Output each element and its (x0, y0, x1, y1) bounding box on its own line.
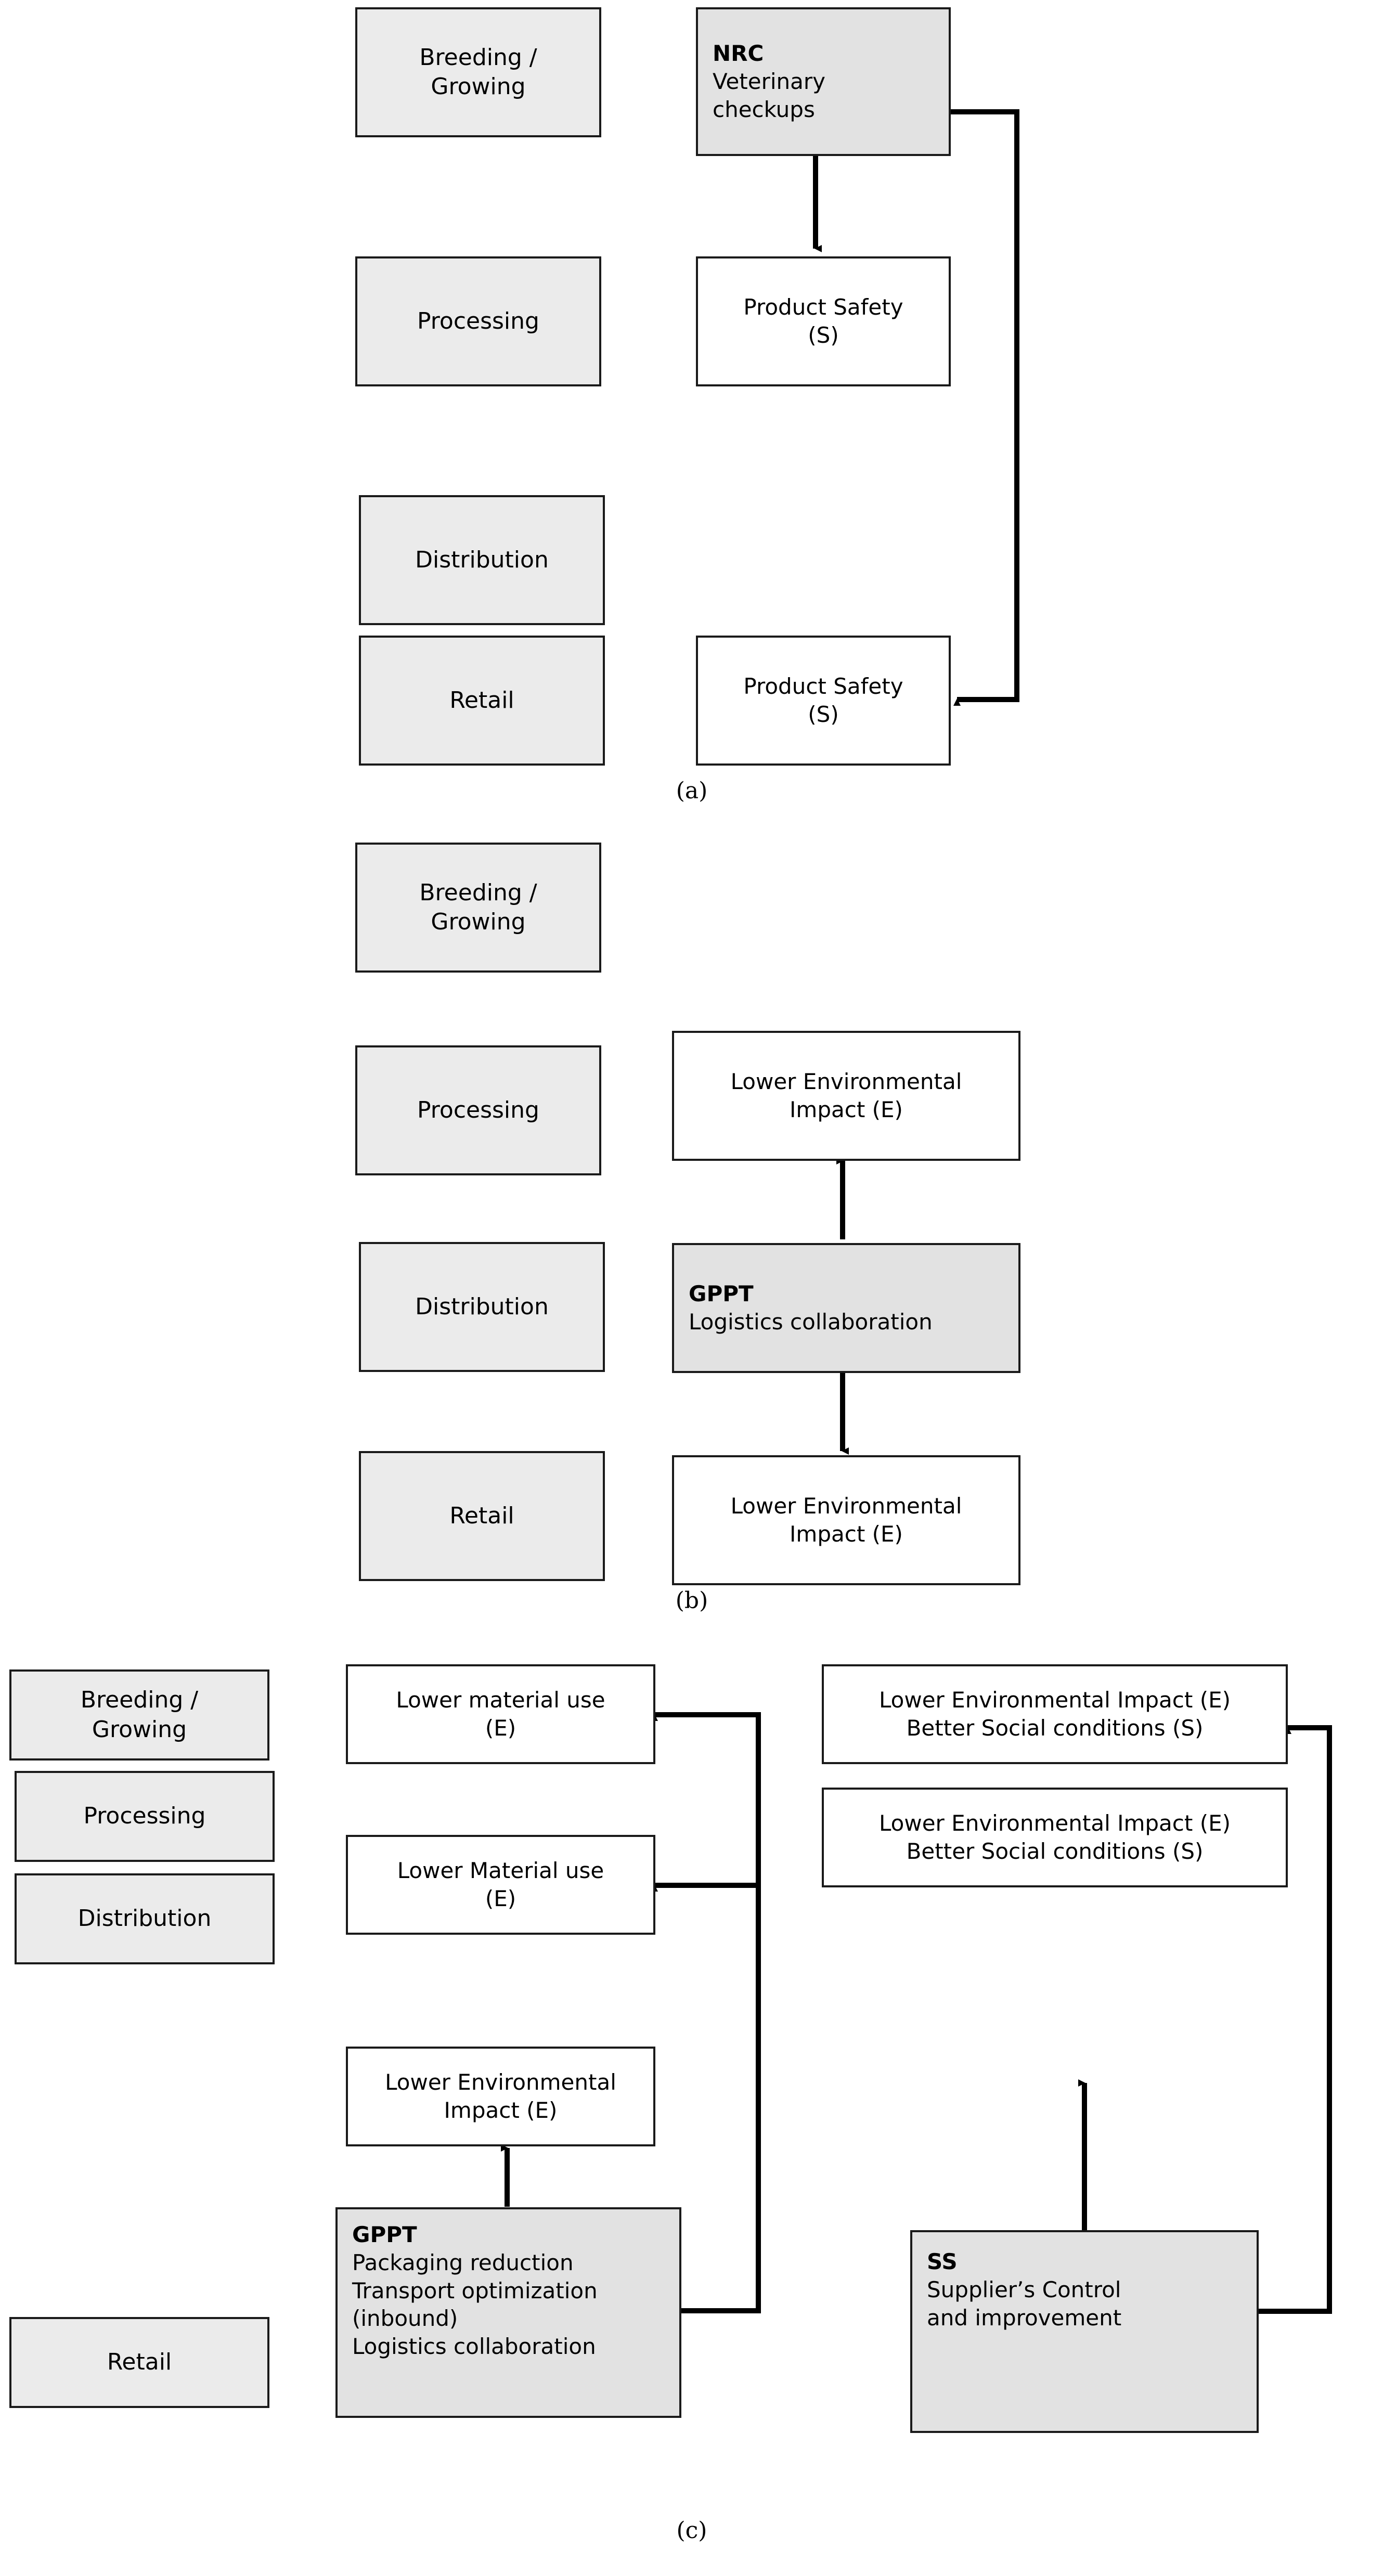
outcome-line-2: (E) (485, 1886, 516, 1911)
panel-a-stage-retail: Retail (359, 636, 605, 766)
practice-title: GPPT (689, 1281, 754, 1307)
outcome-line-2: Impact (E) (790, 1521, 903, 1547)
panel-b-practice-gppt: GPPT Logistics collaboration (672, 1243, 1020, 1373)
stage-label: Breeding / Growing (419, 879, 537, 935)
panel-b-outcome-lower-env-impact-processing: Lower Environmental Impact (E) (672, 1031, 1020, 1161)
panel-b-outcome-lower-env-impact-retail: Lower Environmental Impact (E) (672, 1455, 1020, 1585)
stage-label: Processing (417, 307, 539, 334)
panel-a-practice-nrc: NRC Veterinary checkups (696, 7, 951, 156)
outcome-line-1: Product Safety (743, 674, 903, 700)
panel-a-caption: (a) (676, 778, 708, 804)
panel-c-outcome-lower-env-impact-distribution: Lower Environmental Impact (E) (346, 2047, 655, 2146)
panel-b-stage-distribution: Distribution (359, 1242, 605, 1372)
stage-label: Distribution (77, 1905, 212, 1932)
panel-a-stage-distribution: Distribution (359, 495, 605, 625)
outcome-line-2: Better Social conditions (S) (906, 1839, 1204, 1864)
panel-c-outcome-env-social-breeding: Lower Environmental Impact (E) Better So… (822, 1664, 1288, 1764)
panel-a-outcome-product-safety-retail: Product Safety (S) (696, 636, 951, 766)
panel-c-stage-breeding: Breeding / Growing (9, 1669, 269, 1761)
practice-line-1: Logistics collaboration (689, 1309, 933, 1335)
panel-c-stage-processing: Processing (15, 1771, 275, 1862)
panel-c-caption: (c) (676, 2517, 707, 2544)
outcome-line-2: Impact (E) (444, 2098, 558, 2123)
outcome-line-2: Impact (E) (790, 1097, 903, 1122)
practice-title: NRC (713, 41, 764, 67)
panel-b-stage-breeding: Breeding / Growing (355, 843, 601, 973)
practice-line-2: checkups (713, 96, 815, 122)
panel-a-stage-processing: Processing (355, 256, 601, 386)
outcome-line-2: Better Social conditions (S) (906, 1715, 1204, 1741)
outcome-line-1: Lower material use (396, 1687, 605, 1713)
outcome-line-2: (S) (808, 322, 839, 348)
panel-c-practice-gppt: GPPT Packaging reduction Transport optim… (335, 2207, 681, 2418)
panel-b-stage-processing: Processing (355, 1045, 601, 1175)
stage-label: Distribution (415, 546, 549, 573)
outcome-line-1: Lower Environmental Impact (E) (878, 1810, 1231, 1836)
stage-label: Processing (83, 1803, 206, 1830)
panel-c-stage-retail: Retail (9, 2317, 269, 2408)
practice-line-2: and improvement (927, 2305, 1122, 2331)
outcome-line-1: Product Safety (743, 294, 903, 320)
practice-line-1: Supplier’s Control (927, 2276, 1121, 2302)
outcome-line-1: Lower Environmental Impact (E) (878, 1687, 1231, 1713)
practice-line-4: Logistics collaboration (352, 2334, 596, 2359)
panel-c-outcome-lower-material-use-processing: Lower Material use (E) (346, 1835, 655, 1935)
stage-label: Breeding / Growing (80, 1687, 199, 1743)
outcome-line-1: Lower Environmental (385, 2069, 616, 2095)
practice-title: SS (927, 2249, 958, 2274)
panel-c-stage-distribution: Distribution (15, 1873, 275, 1964)
outcome-line-2: (E) (485, 1715, 516, 1741)
connector-nrc-to-product-safety-bottom (951, 109, 1019, 706)
practice-line-1: Veterinary (713, 69, 826, 95)
panel-c-outcome-env-social-processing: Lower Environmental Impact (E) Better So… (822, 1788, 1288, 1887)
stage-label: Retail (449, 687, 514, 714)
practice-line-1: Packaging reduction (352, 2249, 574, 2275)
panel-c-outcome-lower-material-use-breeding: Lower material use (E) (346, 1664, 655, 1764)
practice-line-2: Transport optimization (352, 2277, 598, 2303)
panel-c-practice-ss: SS Supplier’s Control and improvement (910, 2230, 1259, 2433)
outcome-line-2: (S) (808, 702, 839, 727)
stage-label-line-1: Breeding / Growing (419, 44, 537, 100)
outcome-line-1: Lower Material use (397, 1858, 604, 1884)
panel-a-stage-breeding: Breeding / Growing (355, 7, 601, 137)
stage-label: Distribution (415, 1293, 549, 1320)
stage-label: Processing (417, 1096, 539, 1123)
practice-line-3: (inbound) (352, 2306, 458, 2332)
panel-b-caption: (b) (675, 1587, 708, 1614)
practice-title: GPPT (352, 2222, 417, 2247)
stage-label: Retail (107, 2349, 172, 2376)
outcome-line-1: Lower Environmental (730, 1493, 962, 1519)
outcome-line-1: Lower Environmental (730, 1069, 962, 1095)
panel-b-stage-retail: Retail (359, 1451, 605, 1581)
stage-label: Retail (449, 1502, 514, 1529)
panel-a-outcome-product-safety-processing: Product Safety (S) (696, 256, 951, 386)
